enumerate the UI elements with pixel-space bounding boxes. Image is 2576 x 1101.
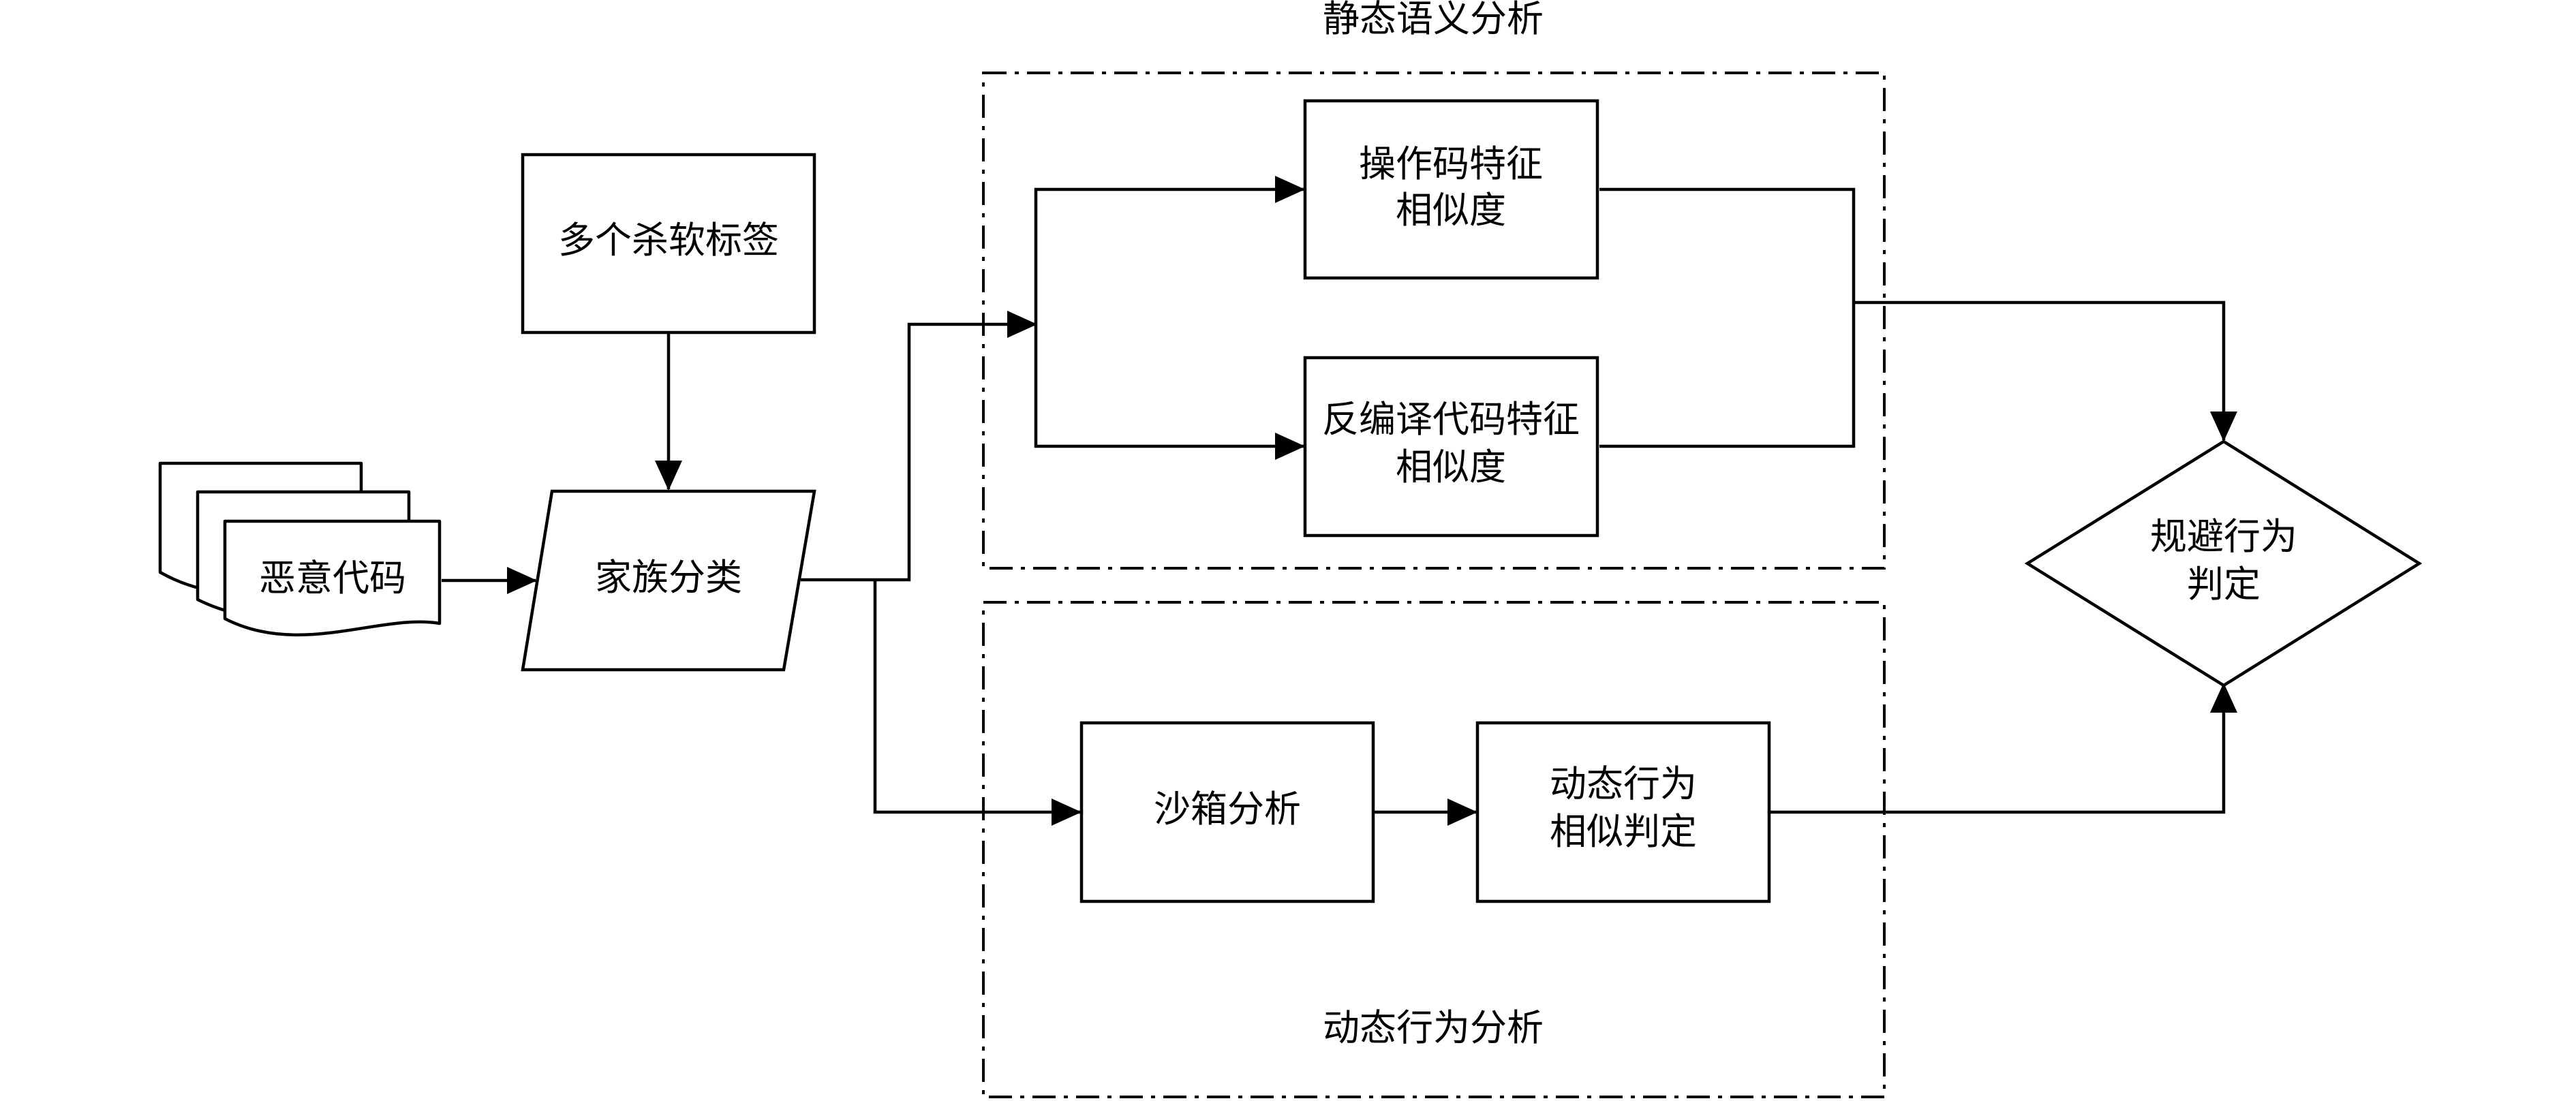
- opcode-similarity-node: 操作码特征 相似度: [1303, 99, 1599, 280]
- edge-static-to-judgment: [1854, 300, 2237, 441]
- evasion-judgment-node: 规避行为 判定: [2024, 439, 2423, 687]
- av-labels-label: 多个杀软标签: [558, 219, 779, 262]
- connectors: [442, 176, 2237, 826]
- static-analysis-group: 静态语义分析: [982, 0, 1886, 570]
- evasion-judgment-line-2: 判定: [2187, 563, 2260, 606]
- edge-behavior-to-judgment: [1766, 683, 2237, 814]
- opcode-similarity-box: [1303, 99, 1599, 280]
- document-stack-front: [223, 519, 442, 637]
- edge-opcode-to-merge: [1599, 187, 1856, 303]
- family-classification-shape: [521, 489, 816, 672]
- opcode-similarity-line-2: 相似度: [1396, 189, 1506, 232]
- av-labels-box: [521, 153, 816, 335]
- evasion-judgment-line-1: 规避行为: [2150, 515, 2297, 558]
- family-classification-label: 家族分类: [595, 556, 742, 599]
- edge-branch-to-decompiled: [1034, 324, 1305, 460]
- static-analysis-title: 静态语义分析: [1323, 0, 1544, 40]
- dynamic-analysis-frame: [982, 601, 1886, 1098]
- av-labels-node: 多个杀软标签: [521, 153, 816, 335]
- sandbox-analysis-node: 沙箱分析: [1079, 721, 1375, 903]
- behavior-similarity-box: [1475, 721, 1771, 903]
- edge-family-to-static: [801, 311, 1037, 582]
- evasion-judgment-diamond: [2024, 439, 2423, 687]
- behavior-similarity-line-1: 动态行为: [1550, 762, 1697, 805]
- sandbox-analysis-box: [1079, 721, 1375, 903]
- static-analysis-frame: [982, 72, 1886, 570]
- dynamic-analysis-title: 动态行为分析: [1323, 1006, 1544, 1049]
- decompiled-similarity-line-1: 反编译代码特征: [1322, 398, 1580, 441]
- dynamic-analysis-group: 动态行为分析: [982, 601, 1886, 1098]
- sandbox-analysis-label: 沙箱分析: [1154, 788, 1301, 831]
- decompiled-similarity-node: 反编译代码特征 相似度: [1303, 356, 1599, 538]
- malicious-code-label: 恶意代码: [259, 557, 406, 600]
- edge-family-to-sandbox: [873, 580, 1082, 826]
- opcode-similarity-line-1: 操作码特征: [1359, 142, 1543, 185]
- family-classification-node: 家族分类: [521, 489, 816, 672]
- behavior-similarity-node: 动态行为 相似判定: [1475, 721, 1771, 903]
- edge-decompiled-to-merge: [1599, 303, 1856, 448]
- decompiled-similarity-box: [1303, 356, 1599, 538]
- edge-branch-to-opcode: [1034, 176, 1305, 324]
- behavior-similarity-line-2: 相似判定: [1550, 810, 1697, 853]
- malicious-code-node: 恶意代码: [158, 461, 442, 637]
- decompiled-similarity-line-2: 相似度: [1396, 446, 1506, 489]
